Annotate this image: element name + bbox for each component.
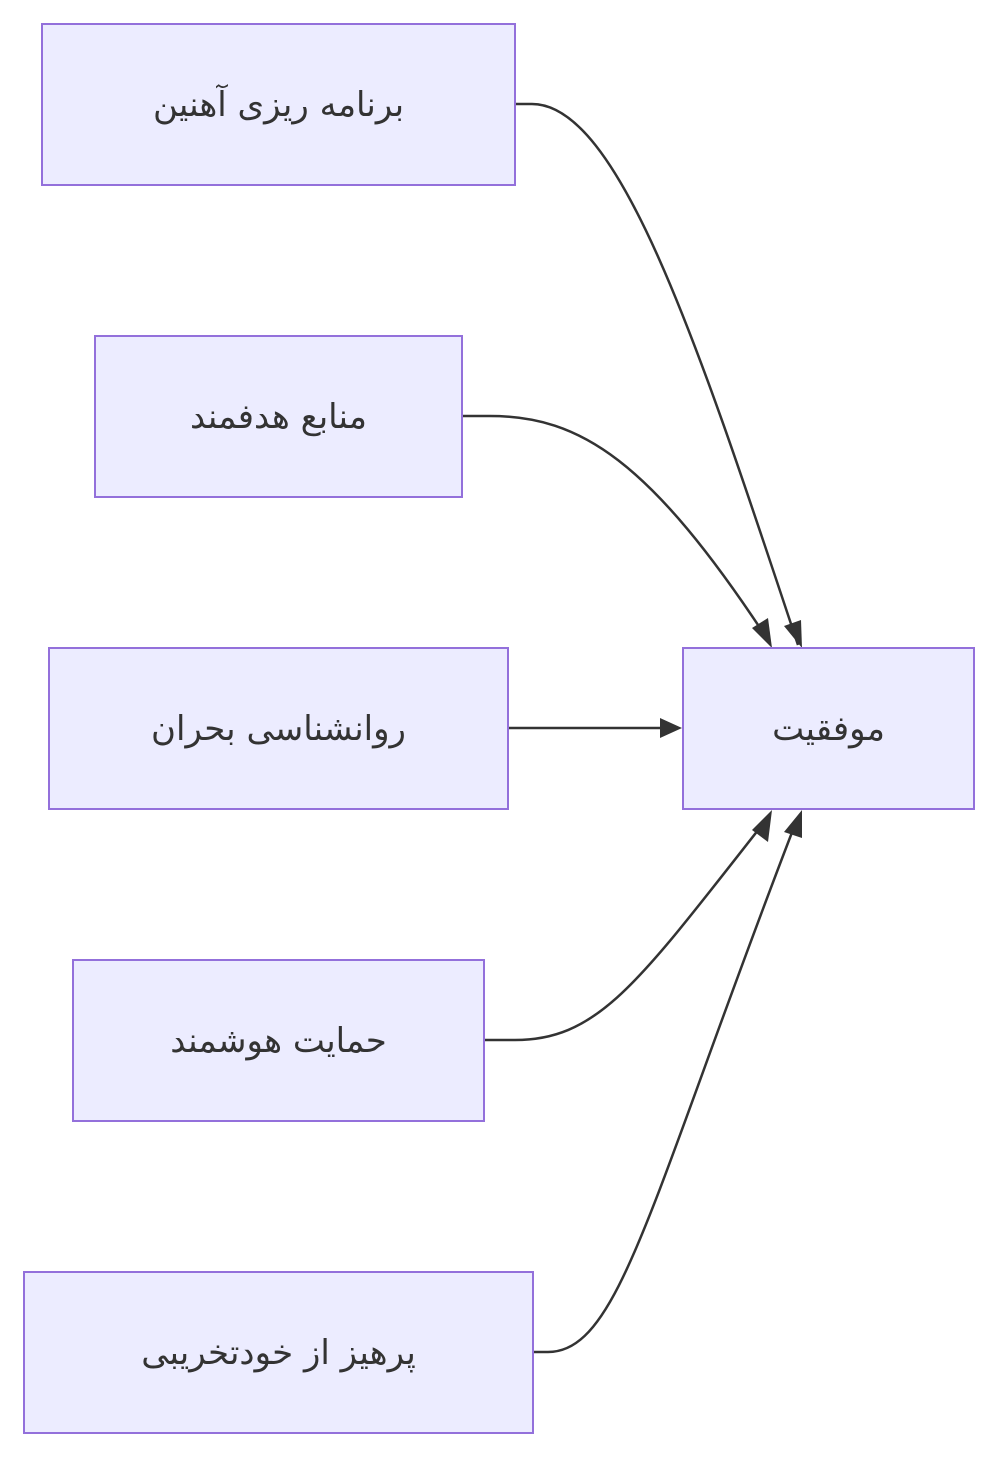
arrowhead-resources	[752, 618, 772, 648]
arrowhead-planning	[784, 620, 802, 648]
node-smart-support: حمایت هوشمند	[72, 959, 485, 1122]
arrowhead-support	[752, 810, 772, 842]
node-avoid-self-destruction: پرهیز از خودتخریبی	[23, 1271, 534, 1434]
node-iron-planning: برنامه ریزی آهنین	[41, 23, 516, 186]
node-label: پرهیز از خودتخریبی	[141, 1332, 416, 1373]
node-success: موفقیت	[682, 647, 975, 810]
arrowhead-avoid	[784, 810, 802, 838]
arrowhead-psych	[660, 718, 682, 738]
node-targeted-resources: منابع هدفمند	[94, 335, 463, 498]
node-label: موفقیت	[772, 708, 885, 749]
node-label: روانشناسی بحران	[151, 708, 406, 749]
node-label: برنامه ریزی آهنین	[152, 84, 405, 125]
node-label: منابع هدفمند	[190, 396, 367, 437]
edge-resources-to-success	[463, 414, 770, 641]
edge-avoid-to-success	[534, 821, 798, 1354]
node-crisis-psychology: روانشناسی بحران	[48, 647, 509, 810]
node-label: حمایت هوشمند	[170, 1020, 387, 1061]
edge-support-to-success	[485, 819, 767, 1042]
edge-planning-to-success	[516, 102, 800, 646]
